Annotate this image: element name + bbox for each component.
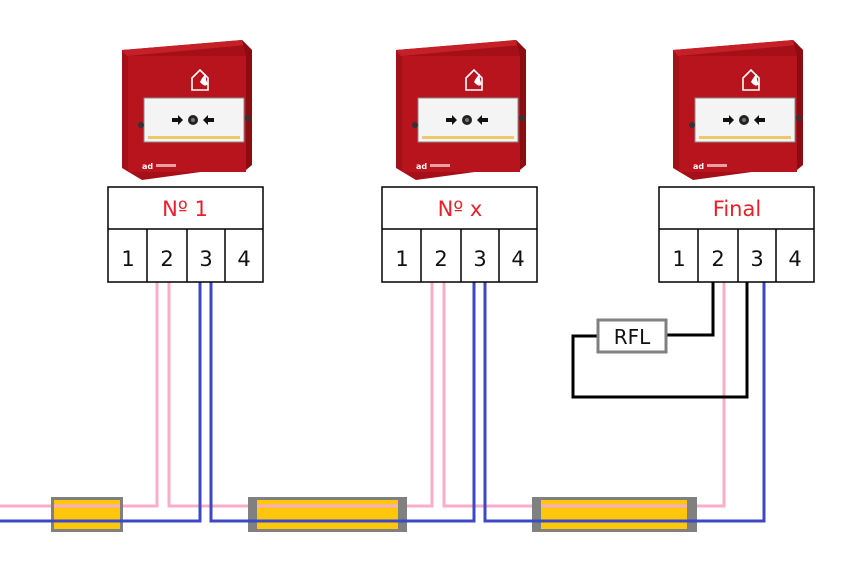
terminal-block-x: Nº x 1 2 3 4 <box>381 186 538 283</box>
rfl-wire-term3 <box>571 282 749 399</box>
terminal-2: 2 <box>160 247 173 271</box>
terminal-1: 1 <box>395 247 408 271</box>
terminal-4: 4 <box>511 247 524 271</box>
pink-wires <box>0 282 726 508</box>
blue-wires <box>0 282 766 523</box>
blue-wire-2-final <box>483 282 766 523</box>
device-label: Nº 1 <box>162 197 208 221</box>
terminal-block-1: Nº 1 1 2 3 4 <box>107 186 264 283</box>
rfl-wiring <box>571 282 749 399</box>
terminal-3: 3 <box>750 247 763 271</box>
terminal-1: 1 <box>672 247 685 271</box>
terminal-3: 3 <box>473 247 486 271</box>
callpoint-image-final <box>672 39 804 181</box>
connector-1 <box>51 497 123 532</box>
rfl-wire-term2 <box>666 282 715 337</box>
callpoint-image-x <box>395 39 527 181</box>
terminal-4: 4 <box>237 247 250 271</box>
device-label: Nº x <box>438 197 483 221</box>
rfl-resistor: RFL <box>596 318 668 354</box>
pink-wire-in <box>0 282 159 508</box>
blue-wire-1-2 <box>209 282 476 523</box>
pink-wire-1-2 <box>167 282 434 508</box>
terminal-2: 2 <box>711 247 724 271</box>
terminal-1: 1 <box>121 247 134 271</box>
device-label: Final <box>713 197 761 221</box>
terminal-2: 2 <box>434 247 447 271</box>
rfl-label: RFL <box>614 325 651 349</box>
terminal-4: 4 <box>788 247 801 271</box>
connector-2 <box>248 497 407 532</box>
terminal-block-final: Final 1 2 3 4 <box>658 186 815 283</box>
callpoint-image-1 <box>121 39 253 181</box>
connector-3 <box>532 497 697 532</box>
terminal-3: 3 <box>199 247 212 271</box>
